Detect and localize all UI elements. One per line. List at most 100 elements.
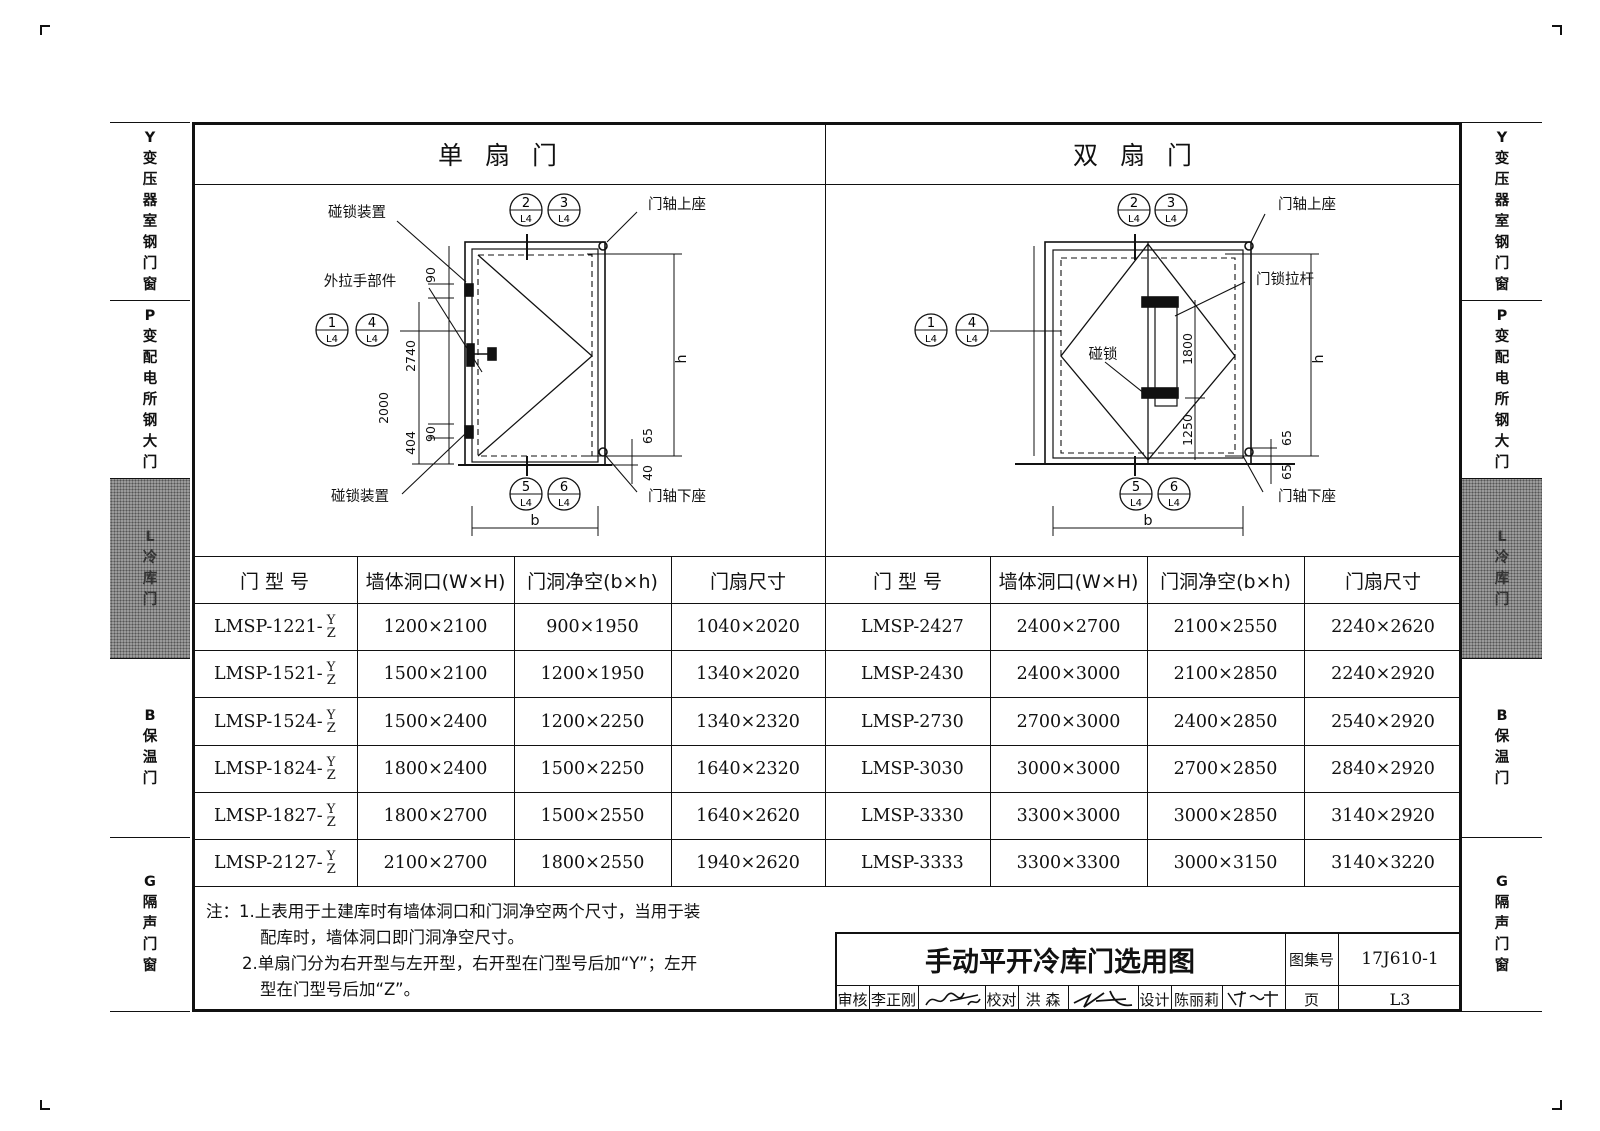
reviewer-name: 李正刚: [870, 990, 916, 1009]
wall-opening: 2400×2700: [1016, 617, 1121, 637]
wall-opening: 1800×2400: [383, 759, 488, 779]
table-row-line-1: [192, 650, 1462, 651]
ref-number: 4: [968, 316, 976, 331]
table-row: LMSP-2427: [861, 617, 964, 637]
atlas-label: 图集号: [1288, 950, 1334, 969]
dim-65: 65: [640, 428, 655, 444]
dim-90-bottom: 90: [423, 426, 438, 442]
suffix-y: Y: [326, 755, 336, 770]
ref-number: 2: [1130, 196, 1138, 211]
label-height-h: h: [674, 354, 690, 363]
label-height-h: h: [1311, 354, 1327, 363]
tb-sig-div-1: [869, 985, 870, 1012]
drawing-frame: [192, 122, 1462, 1012]
dim-1250: 1250: [1180, 414, 1195, 446]
leaf-size: 1040×2020: [696, 617, 800, 637]
ref-number: 3: [1167, 196, 1175, 211]
ref-sheet: L4: [366, 334, 378, 345]
th-model-double: 门 型 号: [872, 570, 943, 593]
ref-number: 3: [560, 196, 568, 211]
note-line-1: 注：1.上表用于土建库时有墙体洞口和门洞净空两个尺寸，当用于装: [206, 902, 701, 921]
clear-opening: 2100×2550: [1173, 617, 1278, 637]
leaf-size: 3140×2920: [1331, 806, 1435, 826]
ref-sheet: L4: [1128, 214, 1140, 225]
ref-number: 5: [522, 480, 530, 495]
detail-ref-2: 2 L4: [509, 193, 543, 227]
ref-number: 6: [560, 480, 568, 495]
table-row: LMSP-2430: [861, 664, 964, 684]
detail-refs-single: 2 L4 3 L4 1 L4 4 L4 5 L4 6 L4: [315, 193, 581, 511]
tb-sig-div-7: [1171, 985, 1172, 1012]
designer-signature: [1227, 990, 1278, 1008]
crop-mark-top-left: [40, 25, 50, 35]
wall-opening: 1500×2100: [383, 664, 488, 684]
crop-mark-top-right: [1552, 25, 1562, 35]
tb-left-line: [835, 932, 837, 1012]
table-header-line: [192, 603, 1462, 604]
ref-number: 1: [927, 316, 935, 331]
label-lock-rod: 门锁拉杆: [1256, 271, 1314, 288]
single-door-elevation: 碰锁装置 外拉手部件 碰锁装置 门轴上座 门轴下座 b h 90 2740 20…: [315, 193, 706, 536]
table-top-line: [192, 556, 1462, 557]
ref-sheet: L4: [558, 498, 570, 509]
th-model-single: 门 型 号: [239, 570, 310, 593]
clear-opening: 3000×3150: [1173, 853, 1278, 873]
dim-65-top: 65: [1279, 430, 1294, 446]
drawing-title: 手动平开冷库门选用图: [925, 946, 1195, 978]
tb-div-2: [1338, 932, 1339, 1012]
tb-top-line: [835, 932, 1462, 934]
ref-sheet: L4: [925, 334, 937, 345]
ref-sheet: L4: [966, 334, 978, 345]
latch-top-mark: [464, 283, 474, 297]
th-wall-double: 墙体洞口(W×H): [998, 570, 1139, 593]
detail-ref-5: 5 L4: [1119, 477, 1153, 511]
table-row-line-5: [192, 839, 1462, 840]
latch-bottom-mark: [464, 425, 474, 439]
ref-sheet: L4: [1165, 214, 1177, 225]
checker-name: 洪 森: [1025, 990, 1061, 1009]
label-outer-handle: 外拉手部件: [324, 273, 397, 290]
leaf-size: 2240×2920: [1331, 664, 1435, 684]
double-door-elevation: 门轴上座 门锁拉杆 碰锁 门轴下座 b h 1800 1250 65 65 2 …: [914, 193, 1336, 536]
th-clear-single: 门洞净空(b×h): [527, 570, 658, 593]
label-pivot-bottom: 门轴下座: [648, 488, 706, 505]
tb-sig-div-5: [1068, 985, 1069, 1012]
handle-mark: [466, 343, 475, 367]
note-line-4: 型在门型号后加“Z”。: [260, 980, 421, 999]
wall-opening: 3300×3000: [1016, 806, 1121, 826]
table-col-line-3: [671, 556, 672, 886]
review-label: 审核: [837, 990, 868, 1009]
suffix-z: Z: [326, 768, 336, 783]
clear-opening: 2400×2850: [1173, 711, 1278, 732]
suffix-z: Z: [326, 862, 336, 877]
clear-opening: 1200×1950: [540, 664, 645, 684]
label-width-b: b: [1143, 513, 1152, 529]
designer-name: 陈丽莉: [1173, 990, 1219, 1009]
detail-ref-4: 4 L4: [355, 313, 389, 347]
clear-opening: 900×1950: [546, 617, 639, 637]
table-row: LMSP-3030: [861, 759, 964, 779]
ref-sheet: L4: [520, 214, 532, 225]
ref-sheet: L4: [520, 498, 532, 509]
model-code: LMSP-1827-: [214, 806, 323, 826]
th-clear-double: 门洞净空(b×h): [1160, 570, 1291, 593]
table-row: LMSP-2730: [861, 711, 964, 732]
tb-sig-div-4: [1018, 985, 1019, 1012]
table-row: LMSP-3333: [861, 853, 964, 873]
table-row-line-4: [192, 792, 1462, 793]
label-width-b: b: [530, 513, 539, 529]
